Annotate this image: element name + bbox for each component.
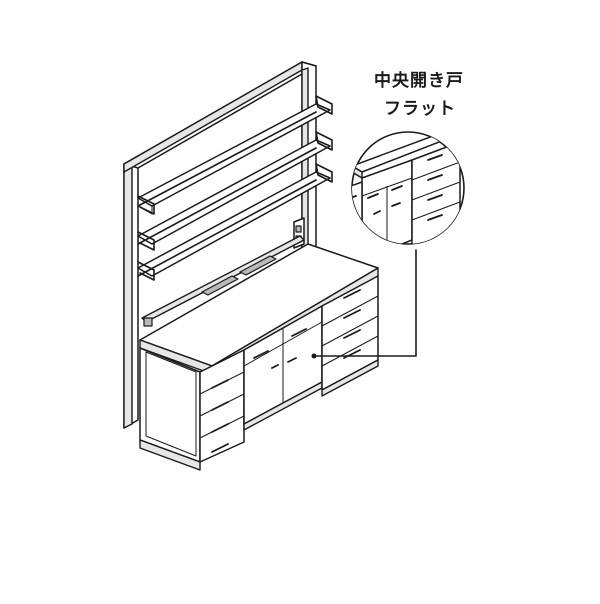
back-rail [141, 235, 305, 327]
drawer-handle [211, 379, 229, 389]
callout-label-flat: フラット [384, 99, 456, 119]
zoom-detail [351, 131, 465, 245]
callout-label-door-type: 中央開き戸 [374, 71, 464, 91]
drawer-handle [211, 443, 229, 453]
shelf-lower [137, 163, 333, 281]
drawer-handle [343, 289, 361, 299]
drawer-handle [211, 423, 229, 433]
drawer-handle [291, 328, 307, 337]
door-handle-right [287, 357, 297, 363]
drawer-handle [343, 329, 361, 339]
drawer-handle [253, 350, 269, 359]
center-unit [243, 305, 323, 431]
left-drawers [199, 371, 245, 453]
drawer-handle [343, 309, 361, 319]
door-handle-left [271, 364, 279, 369]
right-pedestal [321, 275, 379, 397]
shelf-top [137, 95, 333, 215]
shelf-middle [137, 131, 333, 251]
drawer-handle [211, 401, 229, 411]
callout-leader [311, 249, 417, 359]
